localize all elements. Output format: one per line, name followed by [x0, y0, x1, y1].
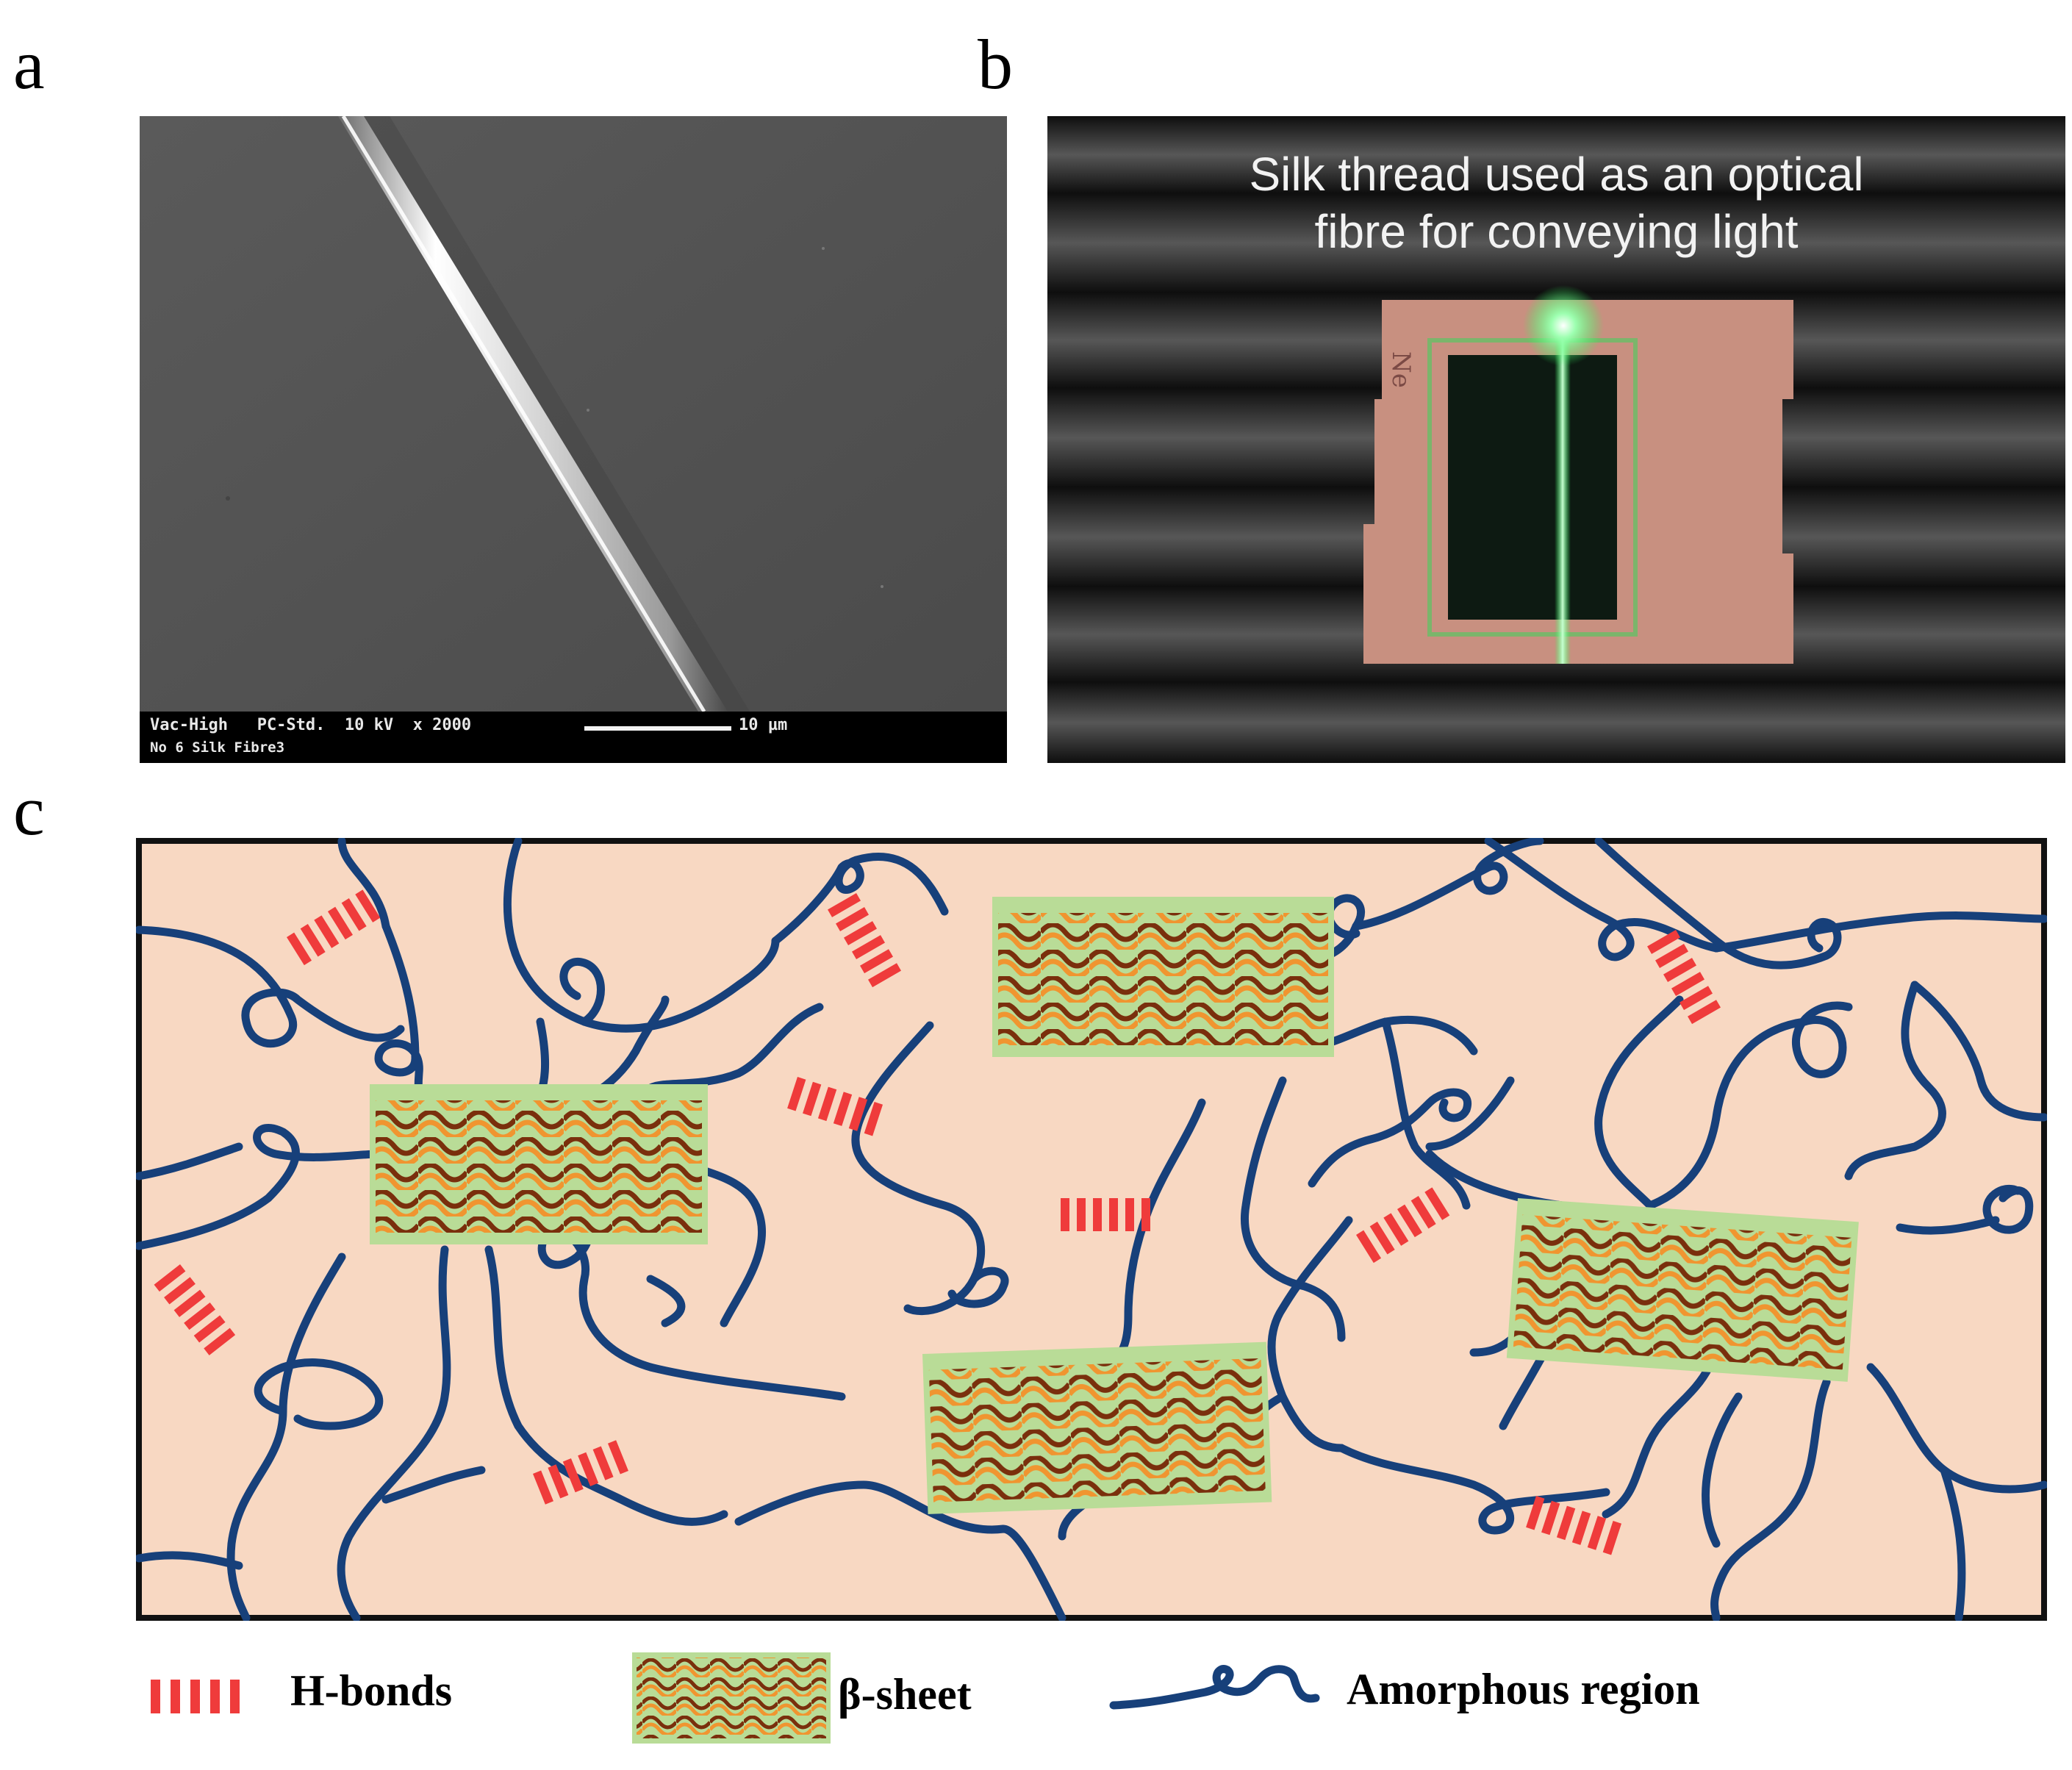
amorphous-chain [1844, 981, 1946, 1180]
legend: H-bonds β-sheet Amorphous region [0, 1639, 2072, 1749]
legend-amorphous-symbol [1109, 1665, 1320, 1710]
fibre-shadow [360, 116, 750, 712]
h-bond-groups [154, 889, 1721, 1555]
silk-structure-schematic [136, 838, 2047, 1621]
amorphous-chain [1940, 1466, 1966, 1621]
amorphous-chain [337, 838, 390, 931]
amorphous-chain [381, 1466, 486, 1504]
sem-info-bar: Vac-High PC-Std. 10 kV x 2000 No 6 Silk … [140, 712, 1007, 763]
amorphous-chain [503, 838, 780, 1033]
amorphous-chain [1594, 995, 1684, 1210]
amorphous-chain [1308, 1088, 1472, 1188]
amorphous-chain [1352, 838, 1544, 931]
holder-window [1448, 355, 1617, 620]
sem-micrograph [140, 116, 1007, 763]
optical-fibre-photo-panel: Ne Silk thread used as an optical fibre … [1047, 116, 2065, 763]
h-bond [1356, 1187, 1450, 1264]
sem-image-panel: Vac-High PC-Std. 10 kV x 2000 No 6 Silk … [140, 116, 1007, 763]
amorphous-chain [1710, 1377, 1831, 1621]
amorphous-chain [1910, 981, 2047, 1122]
amorphous-chain [1896, 1216, 2000, 1235]
scale-bar-label: 10 µm [739, 716, 788, 734]
amorphous-chain [484, 1245, 728, 1526]
legend-beta-sheet-label: β-sheet [838, 1670, 972, 1719]
legend-h-bonds-label: H-bonds [290, 1666, 453, 1715]
amorphous-chain [559, 957, 605, 1026]
legend-amorphous-label: Amorphous region [1347, 1665, 1700, 1713]
amorphous-chain [1982, 1184, 2034, 1234]
amorphous-chain [1594, 838, 1842, 970]
amorphous-chain [136, 1551, 243, 1570]
amorphous-chain [537, 1172, 846, 1401]
panel-label-c: c [13, 771, 45, 850]
sem-info-line-1: Vac-High PC-Std. 10 kV x 2000 [150, 716, 472, 734]
scale-bar [584, 726, 731, 731]
light-beam [1555, 318, 1571, 664]
beta-sheet [1506, 1198, 1859, 1382]
h-bond [828, 893, 901, 988]
amorphous-chain [1646, 1001, 1853, 1210]
amorphous-chain [771, 852, 949, 945]
h-bond [287, 889, 381, 966]
amorphous-chain [136, 1124, 383, 1250]
sem-info-line-2: No 6 Silk Fibre3 [150, 739, 285, 756]
amorphous-chain [1702, 1392, 1743, 1548]
beta-sheet [992, 897, 1334, 1057]
beta-sheet [370, 1084, 708, 1244]
amorphous-chain [1241, 1076, 1346, 1342]
h-bond [1647, 930, 1721, 1025]
amorphous-chain [1712, 911, 2047, 953]
amorphous-chain [734, 1480, 1067, 1621]
photo-caption-line-2: fibre for conveying light [1314, 205, 1799, 258]
amorphous-chain [1602, 1363, 1713, 1519]
h-bond [533, 1440, 628, 1505]
photo-caption-line-1: Silk thread used as an optical [1249, 148, 1864, 201]
amorphous-chain [1425, 1076, 1515, 1151]
amorphous-chain [136, 925, 405, 1047]
svg-text:Ne: Ne [1386, 351, 1416, 388]
amorphous-chain [1267, 1216, 1353, 1452]
amorphous-chain [337, 1245, 451, 1621]
h-bond [1061, 1198, 1150, 1231]
amorphous-chain [947, 1266, 1009, 1308]
amorphous-chain [1484, 838, 1721, 961]
amorphous-chain [226, 1253, 346, 1621]
amorphous-chain [1109, 1098, 1206, 1372]
panel-label-b: b [978, 25, 1013, 104]
optical-fibre-photo: Ne [1047, 116, 2065, 763]
panel-label-a: a [13, 25, 45, 104]
h-bond [1526, 1495, 1622, 1555]
amorphous-chain [1337, 1444, 1610, 1535]
laser-spot [1523, 285, 1604, 366]
legend-h-bond-symbol [151, 1680, 240, 1713]
amorphous-chain [136, 1142, 243, 1180]
amorphous-chain [1381, 1017, 1471, 1210]
h-bond [787, 1077, 883, 1136]
amorphous-chains [136, 838, 2047, 1621]
legend-symbols [151, 1652, 1320, 1744]
amorphous-chain [646, 1275, 686, 1328]
schematic-canvas [136, 838, 2047, 1621]
amorphous-chain [851, 1021, 986, 1316]
legend-beta-sheet-symbol [632, 1652, 831, 1744]
photo-caption: Silk thread used as an optical fibre for… [1047, 146, 2065, 260]
h-bond [154, 1264, 236, 1355]
amorphous-chain [254, 1358, 384, 1430]
beta-sheet [922, 1341, 1272, 1514]
